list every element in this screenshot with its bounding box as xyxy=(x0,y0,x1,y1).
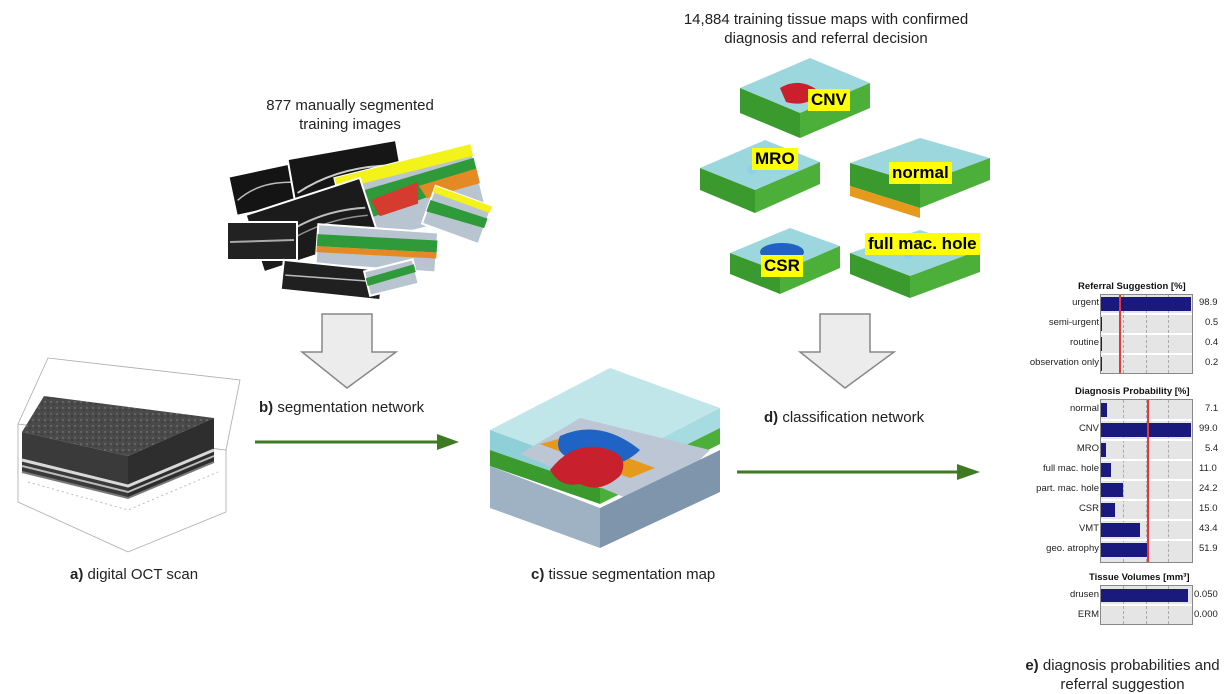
diagnosis-title: Diagnosis Probability [%] xyxy=(1075,386,1190,397)
classification-network-arrow xyxy=(798,312,898,392)
diagnosis-label-cnv: CNV xyxy=(994,423,1099,434)
training-images-stack xyxy=(222,140,492,300)
referral-label-urgent: urgent xyxy=(994,297,1099,308)
referral-value-semi-urgent: 0.5 xyxy=(1205,317,1218,328)
diagnosis-bar-full-mac-hole xyxy=(1101,463,1111,477)
diagnosis-label-geo-atrophy: geo. atrophy xyxy=(994,543,1099,554)
diagnosis-value-mro: 5.4 xyxy=(1205,443,1218,454)
arrow-map-to-results xyxy=(737,462,981,482)
referral-label-routine: routine xyxy=(994,337,1099,348)
referral-label-semi-urgent: semi-urgent xyxy=(994,317,1099,328)
segmentation-network-arrow xyxy=(300,312,400,392)
diagnosis-label-part-mac-hole: part. mac. hole xyxy=(994,483,1099,494)
diagnosis-bar-normal xyxy=(1101,403,1107,417)
arrow-scan-to-map xyxy=(255,432,460,452)
diagnosis-bar-csr xyxy=(1101,503,1115,517)
volumes-value-drusen: 0.050 xyxy=(1194,589,1218,600)
stage-c-label: c) tissue segmentation map xyxy=(531,566,715,583)
training-maps-caption: 14,884 training tissue maps with confirm… xyxy=(656,10,996,48)
training-images-caption: 877 manually segmented training images xyxy=(240,96,460,134)
diagnosis-bar-vmt xyxy=(1101,523,1140,537)
diagnosis-value-csr: 15.0 xyxy=(1199,503,1218,514)
diagnosis-label-vmt: VMT xyxy=(994,523,1099,534)
diagnosis-value-normal: 7.1 xyxy=(1205,403,1218,414)
referral-value-urgent: 98.9 xyxy=(1199,297,1218,308)
map-label-full-mac-hole: full mac. hole xyxy=(865,233,980,255)
tissue-segmentation-map xyxy=(480,358,730,558)
referral-value-routine: 0.4 xyxy=(1205,337,1218,348)
volumes-title: Tissue Volumes [mm³] xyxy=(1089,572,1189,583)
diagnosis-bar-mro xyxy=(1101,443,1106,457)
training-maps-cluster xyxy=(690,58,1020,318)
stage-e-label: e) diagnosis probabilities and referral … xyxy=(1020,656,1225,694)
map-label-cnv: CNV xyxy=(808,89,850,111)
volumes-label-erm: ERM xyxy=(994,609,1099,620)
volumes-bar-drusen xyxy=(1101,589,1188,602)
stage-d-label: d) classification network xyxy=(764,409,924,426)
referral-bar-urgent xyxy=(1101,297,1191,311)
diagnosis-value-cnv: 99.0 xyxy=(1199,423,1218,434)
volumes-value-erm: 0.000 xyxy=(1194,609,1218,620)
diagnosis-value-vmt: 43.4 xyxy=(1199,523,1218,534)
diagnosis-value-geo-atrophy: 51.9 xyxy=(1199,543,1218,554)
referral-label-observation-only: observation only xyxy=(994,357,1099,368)
tissue-map-thumbnail xyxy=(740,58,870,138)
volumes-plot xyxy=(1100,585,1193,625)
volumes-label-drusen: drusen xyxy=(994,589,1099,600)
referral-plot xyxy=(1100,294,1193,374)
diagnosis-threshold-line xyxy=(1147,400,1149,562)
diagnosis-value-part-mac-hole: 24.2 xyxy=(1199,483,1218,494)
oct-scan-volume xyxy=(8,352,248,562)
diagnosis-label-csr: CSR xyxy=(994,503,1099,514)
diagnosis-bar-geo-atrophy xyxy=(1101,543,1148,557)
referral-title: Referral Suggestion [%] xyxy=(1078,281,1186,292)
oct-slice-image xyxy=(227,222,297,260)
map-label-csr: CSR xyxy=(761,255,803,277)
diagnosis-label-full-mac-hole: full mac. hole xyxy=(994,463,1099,474)
stage-b-label: b) segmentation network xyxy=(259,399,424,416)
results-panel: Referral Suggestion [%] urgent semi-urge… xyxy=(990,275,1227,635)
map-label-normal: normal xyxy=(889,162,952,184)
referral-value-observation-only: 0.2 xyxy=(1205,357,1218,368)
map-label-mro: MRO xyxy=(752,148,798,170)
diagnosis-bar-part-mac-hole xyxy=(1101,483,1123,497)
referral-threshold-line xyxy=(1119,295,1121,373)
diagnosis-label-normal: normal xyxy=(994,403,1099,414)
diagnosis-value-full-mac-hole: 11.0 xyxy=(1199,463,1217,474)
stage-a-label: a) digital OCT scan xyxy=(70,566,198,583)
diagnosis-plot xyxy=(1100,399,1193,563)
diagnosis-label-mro: MRO xyxy=(994,443,1099,454)
